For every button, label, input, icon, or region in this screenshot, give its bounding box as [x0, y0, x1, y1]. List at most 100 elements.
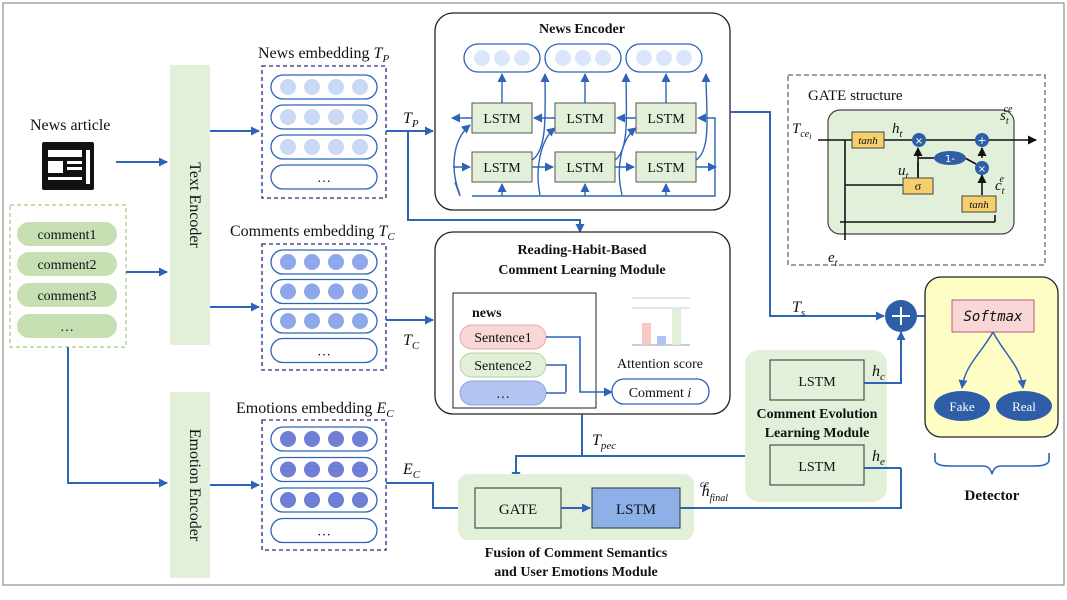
- comments-embedding-vectors: …: [270, 249, 378, 364]
- embedding-unit: [352, 431, 368, 447]
- bilstm-cells: LSTM LSTM LSTM LSTM LSTM LSTM: [471, 102, 697, 183]
- embedding-unit: [304, 109, 320, 125]
- arrow-softmax-to-real: [992, 331, 1027, 389]
- gate-et-label: et: [828, 250, 838, 269]
- text-encoder-label: Text Encoder: [186, 162, 203, 248]
- embedding-vector: [270, 164, 378, 190]
- svg-text:σ: σ: [915, 179, 922, 193]
- comments-embedding-box: [261, 243, 387, 371]
- svg-text:LSTM: LSTM: [798, 460, 836, 475]
- embedding-vector: [270, 517, 378, 544]
- fusion-module-title-1: Fusion of Comment Semantics: [485, 546, 668, 561]
- comment-pill: [17, 283, 117, 307]
- bilstm-connections: [451, 73, 717, 197]
- gate-structure-box: [787, 74, 1046, 266]
- embedding-unit: [328, 79, 344, 95]
- embedding-unit: [304, 79, 320, 95]
- emotions-embedding-vectors: …: [270, 426, 378, 544]
- attention-bar: [672, 309, 681, 345]
- embedding-ellipsis: …: [317, 171, 331, 186]
- multiply-node-2: [975, 161, 989, 175]
- embedding-vector: [270, 104, 378, 130]
- emotion-encoder-label: Emotion Encoder: [186, 429, 203, 542]
- text-encoder-box: [170, 65, 210, 345]
- svg-text:tanh: tanh: [858, 135, 878, 147]
- embedding-unit: [280, 283, 296, 300]
- comment-label: comment1: [37, 228, 96, 243]
- svg-text:Softmax: Softmax: [963, 309, 1023, 325]
- svg-text:LSTM: LSTM: [647, 112, 685, 127]
- fusion-lstm-box: [591, 487, 681, 529]
- ht-label: ht: [892, 121, 903, 140]
- news-sentences-label: news: [472, 306, 502, 321]
- news-article-icon: [42, 142, 94, 190]
- h-final-label: hfinalce: [700, 479, 728, 504]
- embedding-unit: [304, 461, 320, 478]
- embedding-unit: [328, 431, 344, 447]
- emotions-embedding-box: [261, 419, 387, 551]
- arrow-tpec-to-gate: [511, 414, 583, 481]
- embedding-unit: [280, 109, 296, 125]
- st-ce-label: stce: [1000, 104, 1013, 127]
- news-encoder-outputs: [463, 43, 703, 73]
- comment-i-label: Comment i: [629, 386, 692, 401]
- lstm-cell: [554, 102, 616, 134]
- detector-label: Detector: [965, 488, 1020, 504]
- attention-score-label: Attention score: [617, 357, 703, 372]
- one-minus-node: [934, 151, 966, 165]
- multiply-node: [912, 133, 926, 147]
- svg-text:Sentence1: Sentence1: [474, 331, 532, 346]
- emotions-embedding-label: Emotions embedding EC: [236, 400, 394, 420]
- embedding-unit: [328, 254, 344, 270]
- svg-text:+: +: [977, 134, 986, 147]
- add-node: [975, 133, 989, 147]
- embedding-unit: [352, 283, 368, 300]
- arrow-hc-to-sum: [864, 331, 906, 384]
- lstm-cell: [471, 151, 533, 183]
- embedding-unit: [328, 461, 344, 478]
- svg-text:Real: Real: [1012, 399, 1036, 414]
- svg-text:LSTM: LSTM: [483, 161, 521, 176]
- fusion-gate-box: [474, 487, 562, 529]
- real-output: [996, 391, 1052, 421]
- he-label: he: [872, 448, 885, 468]
- svg-text:LSTM: LSTM: [483, 112, 521, 127]
- comment-label: comment3: [37, 289, 96, 304]
- embedding-unit: [328, 283, 344, 300]
- comment-label: …: [60, 320, 74, 335]
- embedding-unit: [352, 79, 368, 95]
- hc-label: hc: [872, 363, 885, 383]
- svg-text:LSTM: LSTM: [798, 375, 836, 390]
- embedding-unit: [280, 254, 296, 270]
- svg-text:…: …: [496, 387, 510, 402]
- embedding-unit: [280, 79, 296, 95]
- gate-input-label: Tcei: [792, 121, 811, 141]
- emotion-encoder-box: [170, 392, 210, 578]
- embedding-unit: [328, 109, 344, 125]
- embedding-unit: [280, 431, 296, 447]
- arrow-hfinal-to-sum: [680, 468, 902, 509]
- lstm-cell: [471, 102, 533, 134]
- svg-text:LSTM: LSTM: [566, 112, 604, 127]
- svg-text:Fake: Fake: [949, 399, 975, 414]
- fake-output: [934, 391, 990, 421]
- embedding-vector: [270, 134, 378, 160]
- comment-pill: [17, 252, 117, 276]
- attention-bar: [642, 323, 651, 345]
- ts-label: Ts: [792, 299, 805, 319]
- embedding-unit: [304, 283, 320, 300]
- lstm-cell: [554, 151, 616, 183]
- embedding-vector: [270, 308, 378, 334]
- embedding-ellipsis: …: [317, 345, 331, 360]
- news-embedding-vectors: …: [270, 74, 378, 190]
- tc-label: TC: [403, 332, 420, 352]
- embedding-ellipsis: …: [317, 525, 331, 540]
- svg-text:Sentence2: Sentence2: [474, 359, 532, 374]
- svg-text:GATE: GATE: [499, 502, 537, 518]
- svg-text:1-: 1-: [945, 154, 955, 165]
- reading-module-title-1: Reading-Habit-Based: [517, 243, 646, 258]
- embedding-unit: [328, 313, 344, 329]
- attention-bar: [657, 336, 666, 345]
- gate-structure-title: GATE structure: [808, 88, 903, 104]
